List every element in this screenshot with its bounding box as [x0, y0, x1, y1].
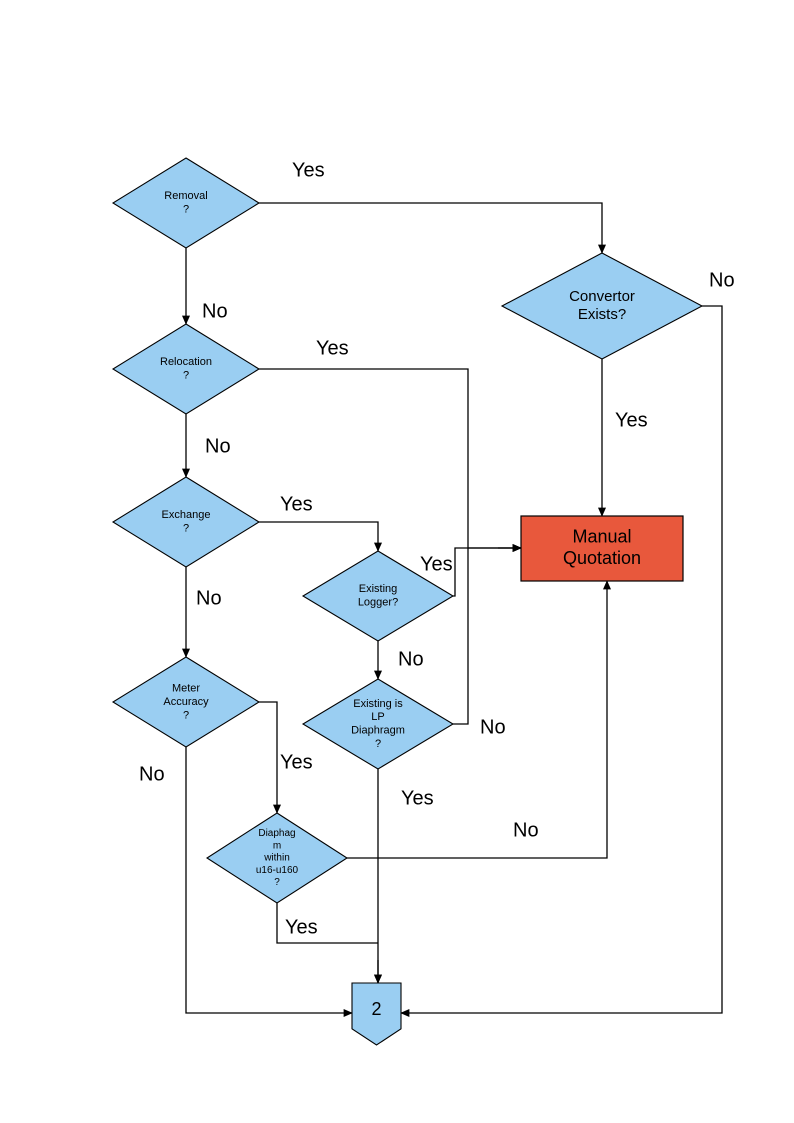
- svg-text:Removal: Removal: [164, 190, 207, 202]
- decision-shape-exchange[interactable]: [111, 476, 261, 568]
- svg-text:?: ?: [274, 877, 280, 888]
- edge-label-relocation-yes: Yes: [316, 337, 349, 359]
- svg-text:Logger?: Logger?: [358, 597, 398, 609]
- node-relocation[interactable]: Relocation?: [111, 323, 261, 415]
- svg-text:Existing is: Existing is: [353, 698, 403, 710]
- svg-text:Existing: Existing: [359, 583, 398, 595]
- edge-meter-accuracy-no-edge: [185, 747, 353, 1018]
- svg-text:Manual: Manual: [572, 526, 631, 546]
- svg-text:?: ?: [183, 204, 189, 216]
- edge-label-relocation-no: No: [205, 435, 231, 457]
- svg-text:Quotation: Quotation: [563, 548, 641, 568]
- edge-exchange-yes-edge: [259, 521, 383, 552]
- edge-label-existing-logger-yes: Yes: [420, 553, 453, 575]
- edge-diaphragm-range-no-edge: [347, 580, 612, 859]
- edge-label-removal-yes: Yes: [292, 159, 325, 181]
- svg-text:Relocation: Relocation: [160, 356, 212, 368]
- svg-text:?: ?: [183, 709, 189, 721]
- node-label-removal: Removal?: [164, 190, 207, 215]
- svg-text:?: ?: [183, 370, 189, 382]
- edge-meter-accuracy-yes-edge: [259, 701, 282, 814]
- edge-label-diaphragm-range-yes: Yes: [285, 916, 318, 938]
- node-exchange[interactable]: Exchange?: [111, 476, 261, 568]
- decision-shape-existing-lp-diaphragm[interactable]: [301, 678, 455, 770]
- edge-label-convertor-no: No: [709, 269, 735, 291]
- edge-label-convertor-yes: Yes: [615, 409, 648, 431]
- decision-shape-removal[interactable]: [111, 157, 261, 249]
- edge-relocation-yes-edge: [259, 368, 522, 553]
- edge-label-existing-logger-no: No: [398, 648, 424, 670]
- edge-label-exchange-no: No: [196, 587, 222, 609]
- edge-existing-logger-yes-edge: [453, 543, 522, 597]
- svg-text:m: m: [273, 840, 281, 851]
- svg-text:u16-u160: u16-u160: [256, 865, 299, 876]
- decision-shape-meter-accuracy[interactable]: [111, 656, 261, 748]
- svg-text:Accuracy: Accuracy: [163, 696, 209, 708]
- edge-existing-lp-no-edge: [453, 548, 469, 725]
- connector-shape-page-connector-2[interactable]: [351, 982, 402, 1046]
- edge-label-removal-no: No: [202, 300, 228, 322]
- decision-shape-existing-logger[interactable]: [301, 550, 455, 642]
- svg-text:Meter: Meter: [172, 682, 200, 694]
- svg-text:Diaphag: Diaphag: [258, 828, 295, 839]
- decision-shape-diaphragm-range[interactable]: [205, 812, 349, 904]
- edge-removal-yes-edge: [259, 202, 607, 254]
- process-shape-manual-quotation[interactable]: [520, 515, 684, 582]
- svg-text:Exists?: Exists?: [578, 306, 626, 323]
- edge-label-existing-lp-yes: Yes: [401, 787, 434, 809]
- svg-text:Convertor: Convertor: [569, 288, 635, 305]
- svg-text:Diaphragm: Diaphragm: [351, 725, 405, 737]
- decision-shape-convertor-exists[interactable]: [500, 252, 704, 360]
- node-page-connector-2[interactable]: 2: [351, 982, 402, 1046]
- edge-label-exchange-yes: Yes: [280, 493, 313, 515]
- edge-label-bottom-no: No: [513, 819, 539, 841]
- svg-text:?: ?: [375, 738, 381, 750]
- nodes-layer: Removal?Relocation?Exchange?MeterAccurac…: [111, 157, 704, 1046]
- svg-text:?: ?: [183, 523, 189, 535]
- node-label-relocation: Relocation?: [160, 356, 212, 381]
- svg-text:LP: LP: [371, 711, 384, 723]
- node-removal[interactable]: Removal?: [111, 157, 261, 249]
- edge-convertor-no-edge: [400, 305, 723, 1018]
- edge-label-existing-lp-no: No: [480, 716, 506, 738]
- svg-text:Exchange: Exchange: [162, 509, 211, 521]
- edge-label-meter-accuracy-yes: Yes: [280, 751, 313, 773]
- decision-shape-relocation[interactable]: [111, 323, 261, 415]
- node-label-page-connector-2: 2: [371, 999, 381, 1019]
- node-label-exchange: Exchange?: [162, 509, 211, 534]
- edge-diaphragm-range-yes-edge: [276, 903, 378, 944]
- svg-text:2: 2: [371, 999, 381, 1019]
- svg-text:within: within: [263, 853, 290, 864]
- edge-label-meter-accuracy-no: No: [139, 763, 165, 785]
